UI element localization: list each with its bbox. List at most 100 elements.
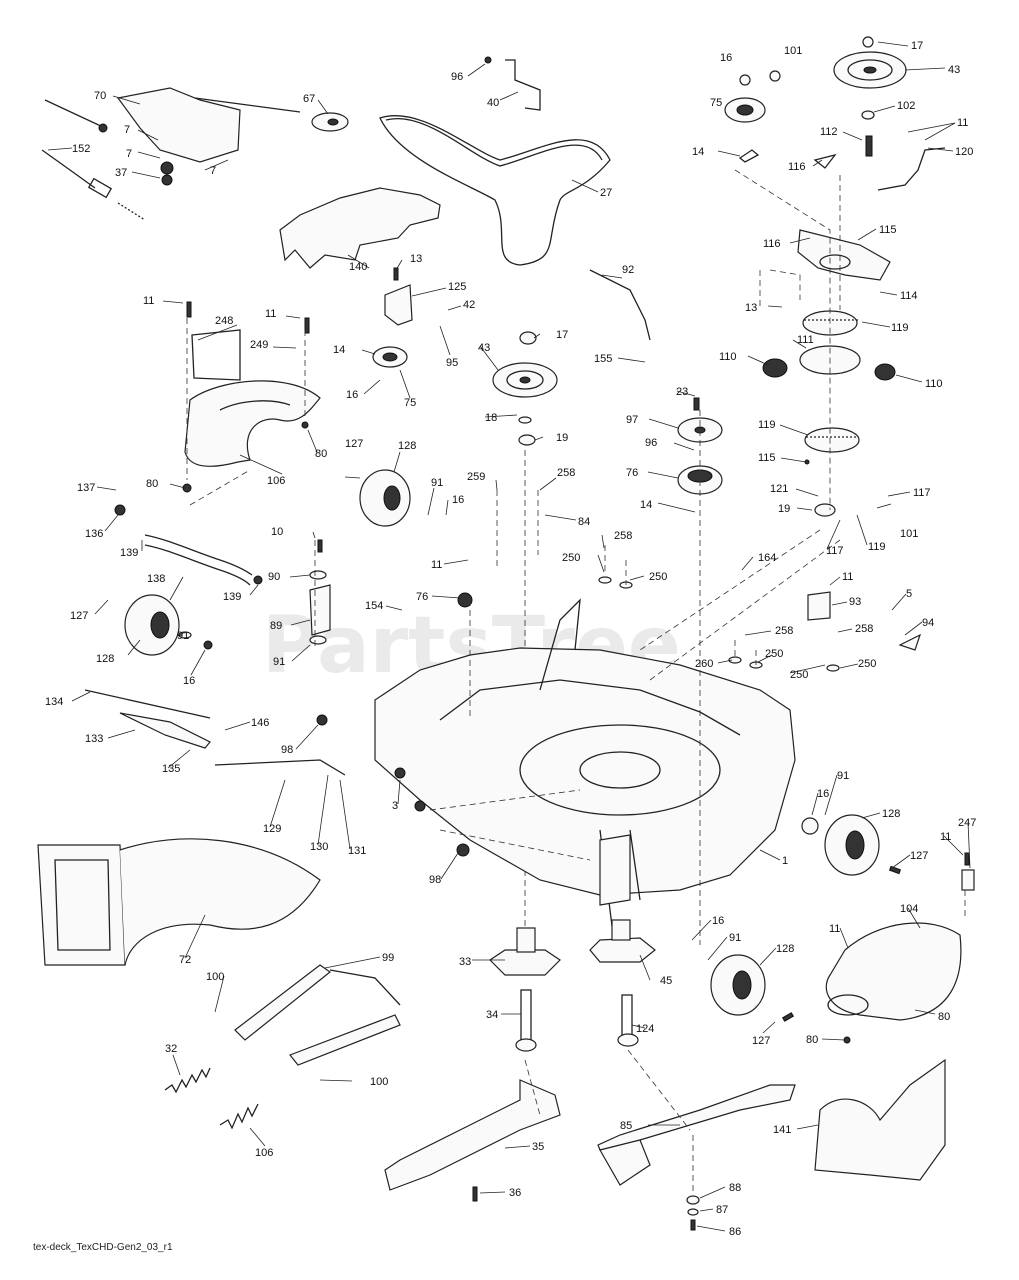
callout-11: 11 (431, 559, 442, 571)
callout-129: 129 (263, 823, 281, 835)
callout-116: 116 (763, 238, 781, 250)
callout-3: 3 (392, 800, 398, 812)
callout-110: 110 (719, 351, 737, 363)
idler-bracket-left (372, 267, 413, 368)
callout-128: 128 (776, 943, 794, 955)
callout-72: 72 (179, 954, 191, 966)
callout-140: 140 (349, 261, 367, 273)
callout-76: 76 (626, 467, 638, 479)
callout-40: 40 (487, 97, 499, 109)
callout-75: 75 (710, 97, 722, 109)
callout-11: 11 (829, 923, 840, 935)
callout-146: 146 (251, 717, 269, 729)
callout-36: 36 (509, 1187, 521, 1199)
callout-10: 10 (271, 526, 283, 538)
callout-154: 154 (365, 600, 383, 612)
shroud-106-drawing (184, 380, 321, 467)
callout-127: 127 (345, 438, 363, 450)
callout-101: 101 (784, 45, 802, 57)
callout-17: 17 (556, 329, 568, 341)
callout-139: 139 (223, 591, 241, 603)
callout-33: 33 (459, 956, 471, 968)
callout-111: 111 (797, 334, 814, 346)
callout-138: 138 (147, 573, 165, 585)
callout-131: 131 (348, 845, 366, 857)
callout-43: 43 (948, 64, 960, 76)
callout-13: 13 (745, 302, 757, 314)
callout-119: 119 (891, 322, 909, 334)
spindle-housings (489, 919, 656, 1052)
deflector-104-drawing (825, 922, 962, 1021)
callout-100: 100 (370, 1076, 388, 1088)
callout-87: 87 (716, 1204, 728, 1216)
callout-128: 128 (96, 653, 114, 665)
callout-35: 35 (532, 1141, 544, 1153)
callout-34: 34 (486, 1009, 498, 1021)
stabilizer-138-drawing (144, 534, 253, 576)
callout-67: 67 (303, 93, 315, 105)
callout-97: 97 (626, 414, 638, 426)
blade-35-drawing (384, 1079, 561, 1191)
callout-128: 128 (398, 440, 416, 452)
callout-250: 250 (790, 669, 808, 681)
leader-lines (47, 41, 971, 1232)
callout-127: 127 (70, 610, 88, 622)
callout-106: 106 (267, 475, 285, 487)
callout-260: 260 (695, 658, 713, 670)
callout-96: 96 (645, 437, 657, 449)
guard-141-drawing (814, 1058, 946, 1181)
alignment-lines (186, 169, 966, 1195)
callout-110: 110 (925, 378, 943, 390)
callout-7: 7 (210, 165, 216, 177)
callout-32: 32 (165, 1043, 177, 1055)
callout-16: 16 (346, 389, 358, 401)
callout-119: 119 (758, 419, 776, 431)
callout-91: 91 (431, 477, 443, 489)
callout-11: 11 (143, 295, 154, 307)
callout-128: 128 (882, 808, 900, 820)
callout-116: 116 (788, 161, 806, 173)
callout-164: 164 (758, 552, 776, 564)
callout-91: 91 (729, 932, 741, 944)
callout-119: 119 (868, 541, 886, 553)
callout-127: 127 (752, 1035, 770, 1047)
callout-85: 85 (620, 1120, 632, 1132)
callout-127: 127 (910, 850, 928, 862)
callout-115: 115 (758, 452, 776, 464)
top-right-pulleys (724, 36, 946, 191)
callout-133: 133 (85, 733, 103, 745)
callout-18: 18 (485, 412, 497, 424)
callout-76: 76 (416, 591, 428, 603)
callout-11: 11 (957, 117, 968, 129)
hardware-small-parts (114, 301, 975, 1231)
callout-106: 106 (255, 1147, 273, 1159)
callout-101: 101 (900, 528, 918, 540)
callout-114: 114 (900, 290, 918, 302)
callout-19: 19 (778, 503, 790, 515)
callout-258: 258 (557, 467, 575, 479)
belt-guard-140-drawing (279, 187, 441, 269)
callout-7: 7 (124, 124, 130, 136)
callout-14: 14 (640, 499, 652, 511)
callout-37: 37 (115, 167, 127, 179)
blade-85-drawing (597, 1084, 796, 1151)
callout-139: 139 (120, 547, 138, 559)
diagram-footer-code: tex-deck_TexCHD-Gen2_03_r1 (33, 1242, 173, 1253)
callout-98: 98 (281, 744, 293, 756)
callout-104: 104 (900, 903, 918, 915)
callout-124: 124 (636, 1023, 654, 1035)
callout-16: 16 (712, 915, 724, 927)
callout-125: 125 (448, 281, 466, 293)
callout-84: 84 (578, 516, 590, 528)
callout-259: 259 (467, 471, 485, 483)
callout-112: 112 (820, 126, 838, 138)
callout-248: 248 (215, 315, 233, 327)
callout-250: 250 (765, 648, 783, 660)
callout-130: 130 (310, 841, 328, 853)
callout-152: 152 (72, 143, 90, 155)
callout-14: 14 (692, 146, 704, 158)
lift-bracket-assembly (41, 87, 349, 221)
callout-labels: 70 67 7 7 152 37 7 96 40 27 16 101 17 43… (45, 40, 976, 1238)
callout-75: 75 (404, 397, 416, 409)
